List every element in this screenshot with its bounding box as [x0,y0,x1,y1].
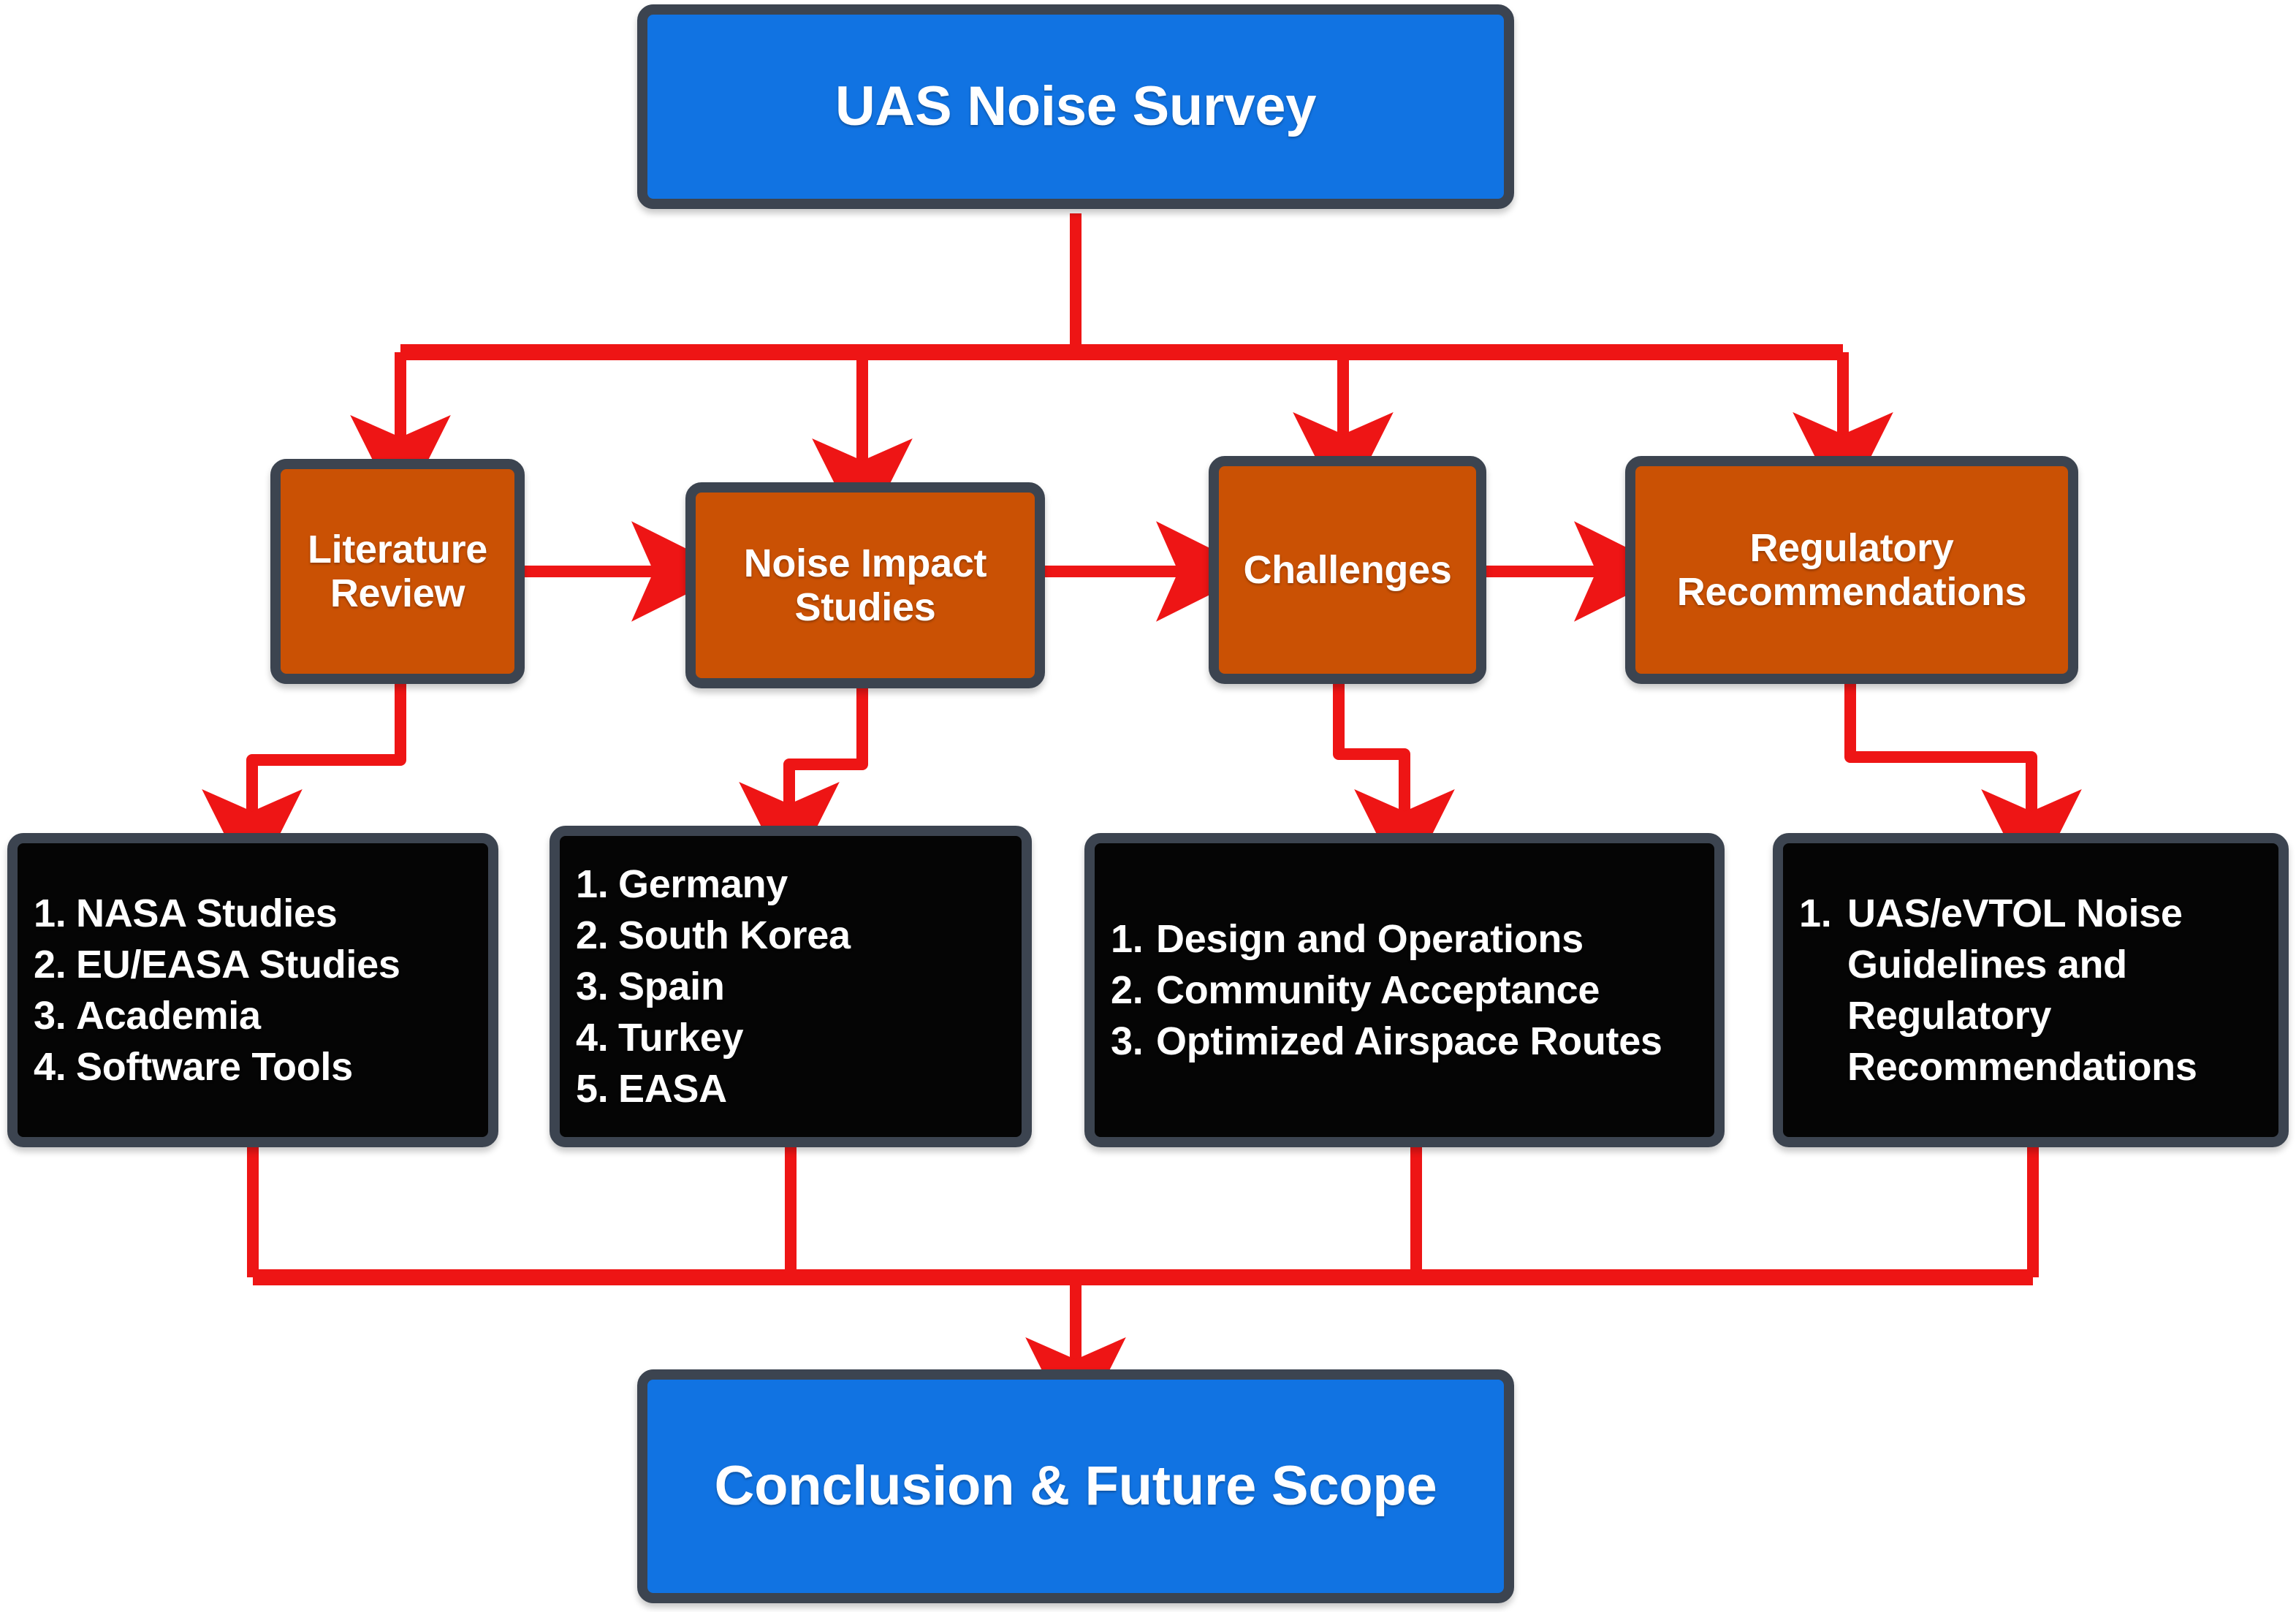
list-item-number: 3. [1111,1019,1144,1064]
regulatory-list: 1. UAS/eVTOL Noise Guidelines and Regula… [1783,888,2278,1093]
node-literature-review[interactable]: Literature Review [270,459,525,684]
list-item: 4. Turkey [576,1012,1011,1063]
list-item: 2. EU/EASA Studies [34,939,478,990]
node-regulatory-recommendations-label: Regulatory Recommendations [1676,525,2027,614]
list-item: 1. NASA Studies [34,888,478,939]
list-item-text: EU/EASA Studies [76,942,400,986]
node-noise-impact-studies[interactable]: Noise Impact Studies [685,482,1045,688]
list-item-number: 1. [576,862,609,906]
edge-regulatory-to-list4 [1844,684,2082,890]
list-item-number: 2. [34,942,66,986]
node-uas-noise-survey-label: UAS Noise Survey [835,75,1317,138]
node-literature-review-label: Literature Review [307,527,488,615]
list-item-text: Turkey [618,1016,744,1060]
node-noise-impact-studies-label: Noise Impact Studies [743,541,987,629]
list-item: 3. Academia [34,990,478,1041]
noise-impact-list: 1. Germany 2. South Korea 3. Spain 4. Tu… [560,859,1022,1115]
challenges-list: 1. Design and Operations 2. Community Ac… [1095,913,1714,1068]
list-item-text: Design and Operations [1156,916,1584,961]
list-item: 4. Software Tools [34,1041,478,1092]
node-challenges[interactable]: Challenges [1209,456,1486,684]
node-conclusion-future-scope-label: Conclusion & Future Scope [714,1455,1437,1518]
node-uas-noise-survey[interactable]: UAS Noise Survey [637,4,1514,209]
list-item-number: 2. [1111,967,1144,1012]
list-item: 5. EASA [576,1063,1011,1114]
list-item-text: UAS/eVTOL Noise Guidelines and Regulator… [1847,891,2197,1090]
list-item-text: Germany [618,862,788,906]
list-item-number: 2. [576,913,609,957]
list-item-text: South Korea [618,913,851,957]
list-item-text: EASA [618,1067,727,1111]
list-item-number: 1. [34,891,66,935]
list-item-number: 5. [576,1067,609,1111]
list-item-number: 3. [34,994,66,1038]
list-item: 1. Germany [576,859,1011,910]
literature-review-list: 1. NASA Studies 2. EU/EASA Studies 3. Ac… [18,888,488,1093]
edge-challenges-to-list3 [1333,684,1455,890]
node-challenges-label: Challenges [1243,547,1452,592]
list-item-text: Software Tools [76,1045,353,1090]
list-item-text: Spain [618,964,725,1008]
node-regulatory-recommendations[interactable]: Regulatory Recommendations [1625,456,2078,684]
list-item: 2. South Korea [576,910,1011,961]
node-conclusion-future-scope[interactable]: Conclusion & Future Scope [637,1369,1514,1603]
node-literature-review-details[interactable]: 1. NASA Studies 2. EU/EASA Studies 3. Ac… [7,833,498,1147]
list-item-number: 1. [1111,916,1144,961]
list-item: 2. Community Acceptance [1111,965,1704,1016]
list-item-text: Academia [76,994,261,1038]
list-item-number: 3. [576,964,609,1008]
list-item-number: 4. [34,1045,66,1090]
list-item: 3. Optimized Airspace Routes [1111,1016,1704,1067]
edge-literature-to-list1 [202,684,406,890]
node-noise-impact-countries[interactable]: 1. Germany 2. South Korea 3. Spain 4. Tu… [550,826,1032,1147]
list-item: 3. Spain [576,961,1011,1012]
node-regulatory-details[interactable]: 1. UAS/eVTOL Noise Guidelines and Regula… [1773,833,2289,1147]
list-item: 1. UAS/eVTOL Noise Guidelines and Regula… [1799,888,2268,1093]
list-item-text: Community Acceptance [1156,967,1600,1012]
list-item-number: 4. [576,1016,609,1060]
list-item: 1. Design and Operations [1111,913,1704,965]
list-item-text: NASA Studies [76,891,338,935]
list-item-number: 1. [1799,891,1832,935]
node-challenges-details[interactable]: 1. Design and Operations 2. Community Ac… [1084,833,1725,1147]
edge-noise-to-list2 [739,688,868,883]
list-item-text: Optimized Airspace Routes [1156,1019,1662,1064]
